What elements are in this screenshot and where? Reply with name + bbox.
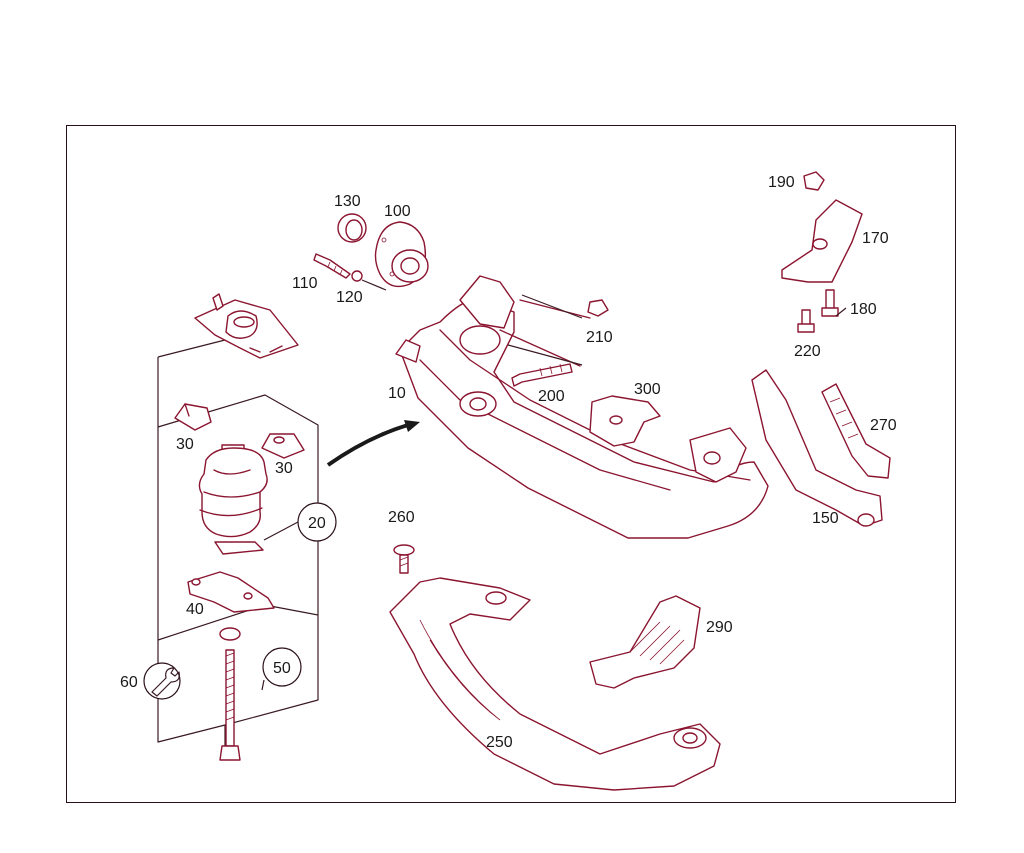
strut-270 — [821, 383, 891, 479]
rear-crossmember — [389, 577, 721, 791]
label-50: 50 — [273, 660, 291, 677]
mount-group-outline — [157, 339, 319, 760]
label-170: 170 — [862, 230, 889, 247]
shield-290 — [589, 595, 701, 689]
seal-ring — [337, 213, 367, 243]
label-120: 120 — [336, 289, 363, 306]
label-260: 260 — [388, 509, 415, 526]
torque-wrench-icon — [143, 662, 181, 700]
upper-mount-bracket — [194, 293, 299, 359]
nut-190 — [803, 171, 825, 191]
long-bolt — [219, 627, 241, 761]
front-subframe — [395, 275, 769, 539]
subframe-bolt — [511, 363, 573, 387]
label-20: 20 — [308, 515, 326, 532]
rubber-block-left — [174, 403, 212, 431]
label-290: 290 — [706, 619, 733, 636]
control-arm — [751, 369, 883, 527]
label-30a: 30 — [176, 436, 194, 453]
label-60: 60 — [120, 674, 138, 691]
label-300: 300 — [634, 381, 661, 398]
label-150: 150 — [812, 510, 839, 527]
diagram-frame — [66, 125, 956, 803]
wheel-hub — [374, 221, 429, 288]
rubber-block-right — [261, 433, 305, 459]
callout-circle-50 — [262, 647, 302, 687]
label-220: 220 — [794, 343, 821, 360]
label-100: 100 — [384, 203, 411, 220]
label-210: 210 — [586, 329, 613, 346]
bolt-220 — [797, 309, 815, 333]
label-190: 190 — [768, 174, 795, 191]
mount-plate — [187, 571, 275, 613]
bracket-300 — [589, 395, 661, 447]
label-180: 180 — [850, 301, 877, 318]
small-washer — [351, 270, 363, 282]
label-250: 250 — [486, 734, 513, 751]
label-10: 10 — [388, 385, 406, 402]
hub-bolt — [313, 253, 351, 279]
label-30b: 30 — [275, 460, 293, 477]
label-130: 130 — [334, 193, 361, 210]
leader-lines — [507, 294, 847, 366]
label-270: 270 — [870, 417, 897, 434]
bracket-170 — [781, 199, 863, 283]
label-200: 200 — [538, 388, 565, 405]
arrow-pointer — [326, 420, 420, 467]
bolt-180 — [821, 289, 839, 317]
nut-210 — [587, 299, 609, 317]
bolt-260 — [393, 544, 415, 574]
engine-mount — [198, 444, 268, 555]
label-110: 110 — [292, 275, 318, 292]
label-40: 40 — [186, 601, 204, 618]
